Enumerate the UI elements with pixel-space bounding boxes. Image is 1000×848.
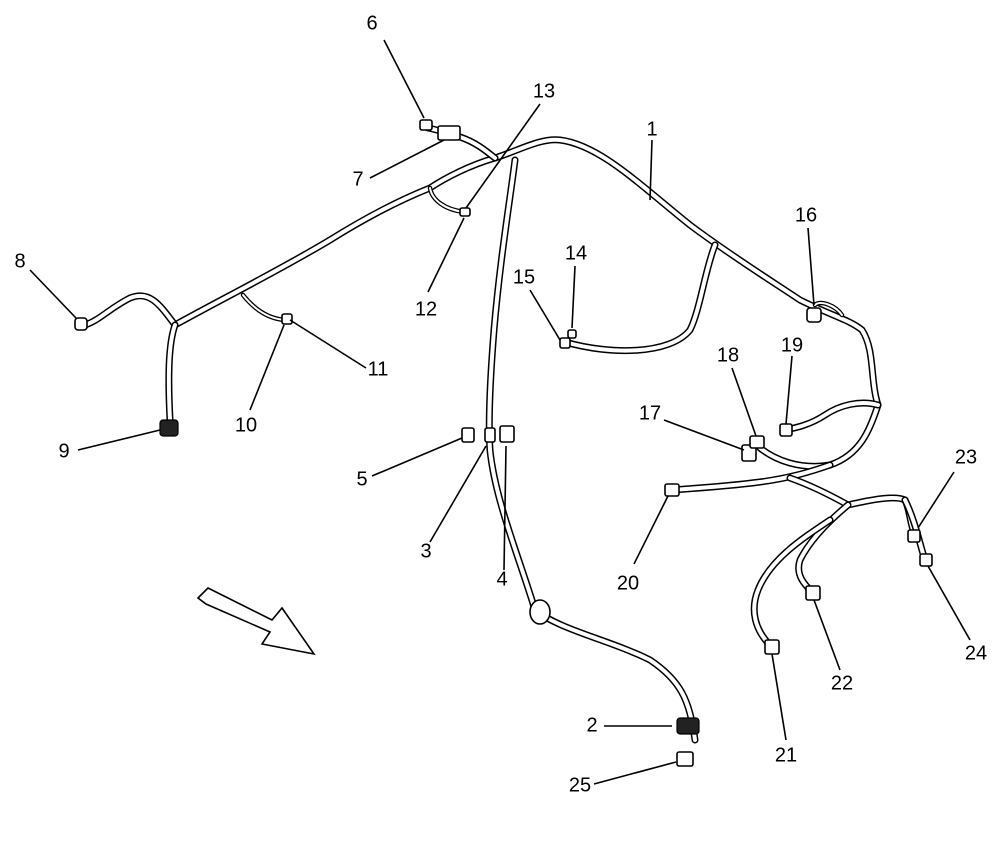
callout-21: 21 bbox=[775, 744, 797, 766]
harness-wires bbox=[81, 124, 929, 744]
callout-10: 10 bbox=[235, 414, 257, 436]
harness-connectors bbox=[74, 119, 933, 767]
callout-25: 25 bbox=[569, 774, 591, 796]
callout-12: 12 bbox=[415, 298, 437, 320]
callout-19: 19 bbox=[781, 334, 803, 356]
callout-16: 16 bbox=[795, 204, 817, 226]
callout-7: 7 bbox=[352, 168, 363, 190]
callout-6: 6 bbox=[366, 12, 377, 34]
callout-17: 17 bbox=[639, 402, 661, 424]
callout-3: 3 bbox=[420, 540, 431, 562]
callout-18: 18 bbox=[717, 344, 739, 366]
callout-4: 4 bbox=[496, 568, 507, 590]
callout-8: 8 bbox=[14, 250, 25, 272]
callout-14: 14 bbox=[565, 242, 587, 264]
callout-22: 22 bbox=[831, 672, 853, 694]
callout-20: 20 bbox=[617, 572, 639, 594]
leader-lines bbox=[29, 39, 971, 785]
callout-1: 1 bbox=[646, 118, 657, 140]
callout-2: 2 bbox=[586, 714, 597, 736]
callout-13: 13 bbox=[533, 80, 555, 102]
callout-labels: 1 2 3 4 5 6 7 8 9 10 11 12 13 14 15 16 1… bbox=[14, 12, 987, 796]
callout-15: 15 bbox=[513, 266, 535, 288]
harness-pigtails bbox=[240, 185, 845, 323]
callout-5: 5 bbox=[356, 468, 367, 490]
callout-23: 23 bbox=[955, 446, 977, 468]
callout-11: 11 bbox=[368, 358, 389, 380]
callout-9: 9 bbox=[58, 440, 69, 462]
callout-24: 24 bbox=[965, 642, 987, 664]
direction-arrow-icon bbox=[196, 587, 316, 656]
